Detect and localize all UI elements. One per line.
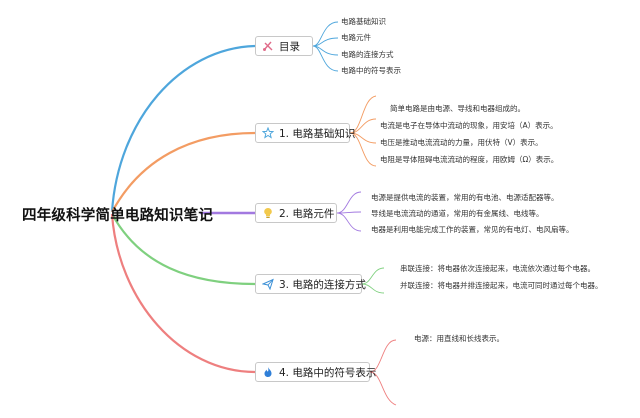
topic-label: 4. 电路中的符号表示	[279, 366, 377, 379]
topic-connection[interactable]: 3. 电路的连接方式	[255, 274, 366, 294]
leaf-connectors-connection	[361, 267, 385, 294]
leaf-text[interactable]: 电路基础知识	[341, 17, 386, 26]
leaf-text[interactable]: 简单电路是由电源、导线和电器组成的。	[390, 104, 525, 113]
star-icon	[262, 127, 274, 139]
leaf-text[interactable]: 串联连接：将电器依次连接起来，电流依次通过每个电器。	[400, 264, 595, 273]
topic-toc[interactable]: 目录	[255, 36, 313, 56]
leaf-text[interactable]: 电器是利用电能完成工作的装置，常见的有电灯、电风扇等。	[371, 225, 574, 234]
leaf-text[interactable]: 电源：用直线和长线表示。	[414, 334, 504, 343]
topic-components[interactable]: 2. 电路元件	[255, 203, 337, 223]
leaf-text[interactable]: 电路元件	[341, 33, 371, 42]
paper-plane-icon	[262, 278, 274, 290]
leaf-text[interactable]: 电阻是导体阻碍电流流动的程度，用欧姆（Ω）表示。	[380, 155, 559, 164]
scissors-icon	[262, 40, 274, 52]
branch-line-basics	[111, 131, 256, 213]
topic-label: 目录	[279, 40, 300, 53]
leaf-text[interactable]: 电源是提供电流的装置，常用的有电池、电源适配器等。	[371, 193, 559, 202]
leaf-text[interactable]: 导线是电流流动的通道，常用的有金属线、电线等。	[371, 209, 544, 218]
branch-line-toc	[110, 44, 256, 213]
leaf-text[interactable]: 电路的连接方式	[341, 50, 394, 59]
topic-label: 1. 电路基础知识	[279, 127, 356, 140]
leaf-connectors-symbols	[369, 339, 397, 406]
leaf-connectors-components	[336, 191, 362, 232]
branch-line-connection	[111, 213, 256, 286]
leaf-text[interactable]: 电流是电子在导体中流动的现象，用安培（A）表示。	[380, 121, 558, 130]
topic-symbols[interactable]: 4. 电路中的符号表示	[255, 362, 376, 382]
leaf-connectors-basics	[349, 95, 377, 167]
leaf-connectors-toc	[312, 21, 339, 72]
leaf-text[interactable]: 电路中的符号表示	[341, 66, 401, 75]
topic-label: 2. 电路元件	[279, 207, 335, 220]
leaf-text[interactable]: 并联连接：将电器并排连接起来，电流可同时通过每个电器。	[400, 281, 603, 290]
topic-label: 3. 电路的连接方式	[279, 278, 366, 291]
flame-icon	[262, 366, 274, 378]
leaf-text[interactable]: 电压是推动电流流动的力量，用伏特（V）表示。	[380, 138, 543, 147]
branch-line-symbols	[110, 213, 256, 374]
topic-basics[interactable]: 1. 电路基础知识	[255, 123, 355, 143]
lightbulb-icon	[262, 207, 274, 219]
root-topic[interactable]: 四年级科学简单电路知识笔记	[22, 208, 214, 224]
